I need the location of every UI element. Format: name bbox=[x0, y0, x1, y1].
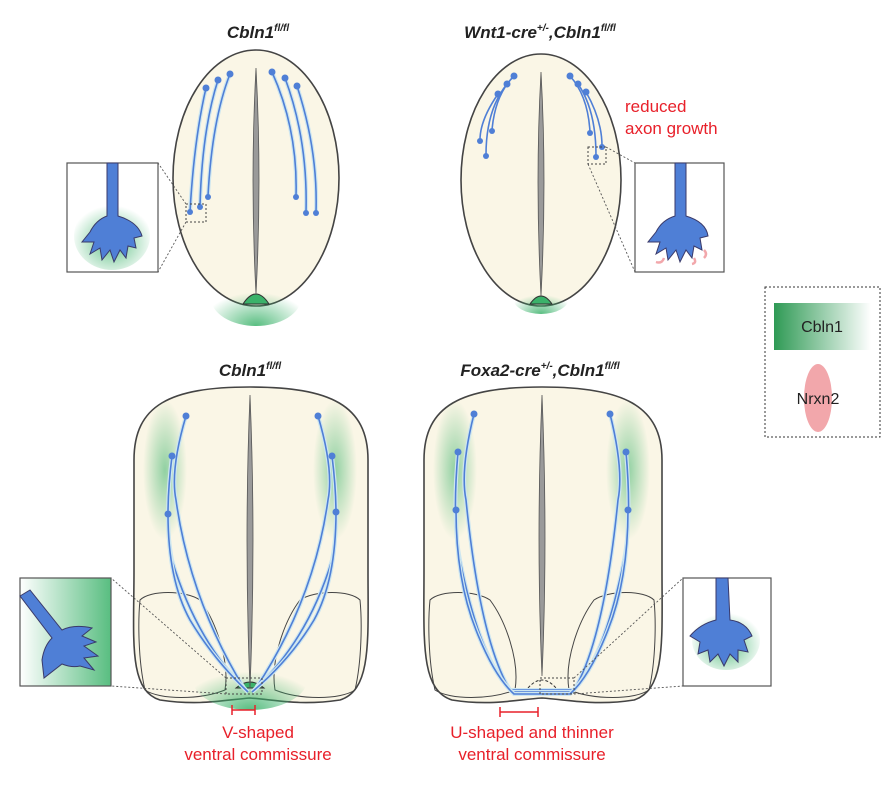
legend-swatch-nrxn2 bbox=[804, 364, 832, 432]
panel-bottom-right: Foxa2-cre+/-,Cbln1fl/fl U-shaped and thi… bbox=[423, 361, 772, 764]
floor-plate bbox=[529, 295, 553, 305]
panel-top-right: Wnt1-cre+/-,Cbln1fl/fl reduced axon grow… bbox=[460, 23, 725, 314]
caption-text: ventral commissure bbox=[458, 745, 605, 764]
inset-growth-cone bbox=[682, 577, 772, 687]
width-bar bbox=[499, 707, 539, 717]
zoom-box bbox=[587, 146, 607, 165]
annotation-text: axon growth bbox=[625, 119, 718, 138]
panel-title: Foxa2-cre+/-,Cbln1fl/fl bbox=[460, 361, 619, 380]
inset-growth-cone bbox=[66, 162, 159, 273]
midline-groove bbox=[537, 71, 545, 297]
zoom-leader bbox=[157, 162, 187, 273]
caption-text: U-shaped and thinner bbox=[450, 723, 614, 742]
panel-bottom-left: Cbln1fl/fl V-shaped v bbox=[19, 361, 369, 764]
axons-left-short bbox=[477, 72, 518, 159]
legend: Cbln1 Nrxn2 bbox=[764, 286, 881, 438]
caption-text: ventral commissure bbox=[184, 745, 331, 764]
legend-label-cbln1: Cbln1 bbox=[801, 319, 843, 336]
axons-left bbox=[187, 70, 234, 215]
legend-label-nrxn2: Nrxn2 bbox=[797, 391, 840, 408]
zoom-box bbox=[539, 677, 575, 695]
midline-groove bbox=[538, 394, 546, 677]
floor-plate-dashed bbox=[527, 679, 557, 689]
zoom-leader bbox=[573, 577, 684, 695]
midline-groove bbox=[252, 67, 260, 295]
midline-groove bbox=[246, 394, 254, 689]
panel-title: Cbln1fl/fl bbox=[219, 361, 281, 380]
annotation-text: reduced bbox=[625, 97, 686, 116]
floor-plate bbox=[242, 293, 270, 305]
inset-growth-cone bbox=[634, 162, 725, 273]
commissural-axons bbox=[164, 412, 340, 694]
caption-text: V-shaped bbox=[222, 723, 294, 742]
axons-right bbox=[268, 68, 319, 216]
zoom-leader bbox=[587, 146, 636, 273]
panel-title: Cbln1fl/fl bbox=[227, 23, 289, 42]
panel-title: Wnt1-cre+/-,Cbln1fl/fl bbox=[464, 23, 616, 42]
width-bar bbox=[231, 705, 256, 715]
panel-top-left: Cbln1fl/fl bbox=[66, 23, 340, 326]
inset-growth-cone bbox=[19, 577, 112, 687]
zoom-box bbox=[185, 203, 207, 223]
axons-right-short bbox=[566, 72, 605, 160]
zoom-box bbox=[225, 677, 263, 695]
zoom-leader bbox=[110, 577, 227, 695]
legend-swatch-cbln1 bbox=[774, 303, 871, 350]
